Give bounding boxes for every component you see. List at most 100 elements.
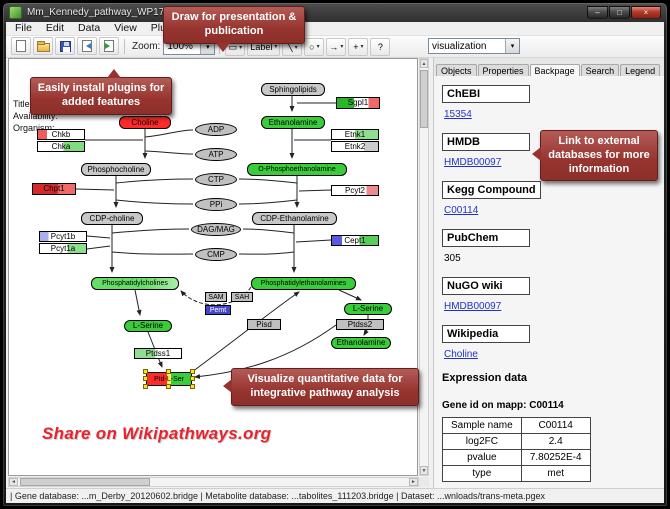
pathway-node-chka[interactable]: Chka [37, 141, 85, 152]
pathway-node-ethanolamine-2[interactable]: Ethanolamine [331, 337, 391, 349]
vertical-scroll-thumb[interactable] [420, 70, 428, 128]
section-header: HMDB [442, 133, 530, 151]
minimize-button[interactable]: – [587, 5, 608, 19]
pathway-node-pisd[interactable]: Pisd [247, 319, 281, 330]
pathway-node-ethanolamine[interactable]: Ethanolamine [261, 116, 325, 129]
pathway-node-phosphatidylcholines[interactable]: Phosphatidylcholines [91, 277, 179, 290]
pathway-node-l-serine-left[interactable]: L-Serine [124, 320, 172, 332]
selection-handle[interactable] [166, 384, 171, 389]
pathway-node-ctp[interactable]: CTP [195, 173, 237, 186]
template-tool[interactable]: +▾ [348, 37, 369, 56]
horizontal-scroll-thumb[interactable] [20, 478, 150, 486]
dropdown-arrow-icon: ▾ [360, 44, 364, 51]
tab-backpage[interactable]: Backpage [529, 64, 580, 78]
title-bar[interactable]: Mm_Kennedy_pathway_WP1771_45176.gpml – □… [3, 3, 667, 21]
visualization-dropdown-arrow-icon[interactable]: ▾ [505, 39, 519, 53]
help-button[interactable]: ? [370, 37, 391, 56]
pathway-node-cdp-choline[interactable]: CDP-choline [81, 212, 143, 225]
pathway-node-sam[interactable]: SAM [205, 292, 227, 302]
pathway-node-pemt[interactable]: Pemt [205, 305, 231, 315]
selection-handle[interactable] [190, 384, 195, 389]
save-icon [59, 40, 71, 52]
toolbar-separator [124, 39, 125, 54]
pathway-node-sah[interactable]: SAH [231, 292, 253, 302]
menu-item-file[interactable]: File [15, 22, 32, 34]
table-cell: pvalue [442, 449, 522, 466]
pathway-node-pcyt1b[interactable]: Pcyt1b [39, 231, 87, 242]
external-link[interactable]: Choline [444, 349, 478, 360]
pathway-connectors [75, 96, 369, 379]
selection-handle[interactable] [166, 369, 171, 374]
scroll-right-arrow-icon[interactable]: ► [409, 478, 418, 486]
callout-text: Draw for presentation & publication [171, 11, 297, 37]
pathway-node-chpt1[interactable]: Chpt1 [32, 183, 76, 195]
visualization-combobox[interactable]: visualization ▾ [428, 38, 520, 54]
zoom-value: 100% [167, 41, 193, 52]
tab-objects[interactable]: Objects [436, 64, 477, 77]
pathway-node-o-phosphoethanolamine[interactable]: O-Phosphoethanolamine [247, 163, 347, 176]
pathway-node-etnk2[interactable]: Etnk2 [331, 141, 379, 152]
pathway-node-cmp[interactable]: CMP [195, 248, 237, 261]
external-link[interactable]: HMDB00097 [444, 301, 502, 312]
pathway-node-l-serine-right[interactable]: L-Serine [344, 303, 392, 315]
selection-handle[interactable] [190, 369, 195, 374]
pathway-node-dag-mag[interactable]: DAG/MAG [191, 223, 241, 236]
open-folder-button[interactable] [33, 37, 53, 55]
maximize-button[interactable]: □ [609, 5, 630, 19]
import-button[interactable] [77, 36, 97, 55]
new-file-button[interactable] [11, 36, 31, 55]
external-link[interactable]: HMDB00097 [444, 157, 502, 168]
tab-search[interactable]: Search [580, 64, 620, 77]
section-header: NuGO wiki [442, 277, 530, 295]
scroll-left-arrow-icon[interactable]: ◄ [9, 478, 18, 486]
selection-handle[interactable] [143, 369, 148, 374]
pathway-node-pcyt2[interactable]: Pcyt2 [331, 185, 379, 196]
close-button[interactable]: × [631, 5, 661, 19]
pathway-node-ppi[interactable]: PPi [195, 198, 237, 211]
export-button[interactable] [99, 36, 119, 55]
external-link[interactable]: C00114 [444, 205, 479, 216]
pathway-node-phosphocholine[interactable]: Phosphocholine [81, 163, 151, 176]
shape-tool[interactable]: ○▾ [304, 37, 325, 56]
callout-external-databases: Link to external databases for more info… [532, 130, 658, 182]
selection-handle[interactable] [190, 376, 195, 381]
tab-legend[interactable]: Legend [620, 64, 661, 77]
pathway-node-sgpl1[interactable]: Sgpl1 [336, 97, 380, 109]
status-bar: | Gene database: ...m_Derby_20120602.bri… [6, 488, 664, 503]
interaction-tool[interactable]: →▾ [326, 37, 347, 56]
pathway-node-adp[interactable]: ADP [195, 123, 237, 136]
pathway-node-cept1[interactable]: Cept1 [331, 235, 379, 246]
callout-install-plugins: Easily install plugins for added feature… [30, 69, 172, 115]
pathway-node-etnk1[interactable]: Etnk1 [331, 129, 379, 140]
pathway-node-ptdss2[interactable]: Ptdss2 [336, 319, 384, 330]
new-file-icon [16, 39, 26, 52]
pathway-node-choline[interactable]: Choline [119, 116, 171, 129]
pathway-node-chkb[interactable]: Chkb [37, 129, 85, 140]
scroll-down-arrow-icon[interactable]: ▼ [420, 466, 428, 475]
external-link[interactable]: 15354 [444, 109, 472, 120]
pathway-node-cdp-ethanolamine[interactable]: CDP-Ethanolamine [252, 212, 337, 225]
pathway-node-atp[interactable]: ATP [195, 148, 237, 161]
menu-item-data[interactable]: Data [78, 22, 101, 34]
horizontal-scrollbar[interactable]: ◄ ► [8, 477, 419, 487]
table-cell: Sample name [442, 417, 522, 434]
menu-item-view[interactable]: View [114, 22, 137, 34]
selection-handle[interactable] [143, 384, 148, 389]
dropdown-arrow-icon: ▾ [340, 44, 344, 51]
tab-properties[interactable]: Properties [477, 64, 529, 77]
datanode-tool-icon: ▭ [228, 41, 238, 52]
save-button[interactable] [55, 37, 75, 55]
pathway-node-sphingolipids[interactable]: Sphingolipids [261, 83, 325, 96]
scroll-up-arrow-icon[interactable]: ▲ [420, 59, 428, 68]
vertical-scrollbar[interactable]: ▲ ▼ [419, 58, 429, 476]
menu-item-edit[interactable]: Edit [45, 22, 65, 34]
selection-handle[interactable] [143, 376, 148, 381]
pathway-node-ptdss1[interactable]: Ptdss1 [134, 348, 182, 359]
pathway-node-pcyt1a[interactable]: Pcyt1a [39, 243, 87, 254]
window-title: Mm_Kennedy_pathway_WP1771_45176.gpml [27, 6, 234, 18]
pathway-node-phosphatidylethanolamines[interactable]: Phosphatidylethanolamines [251, 277, 356, 290]
